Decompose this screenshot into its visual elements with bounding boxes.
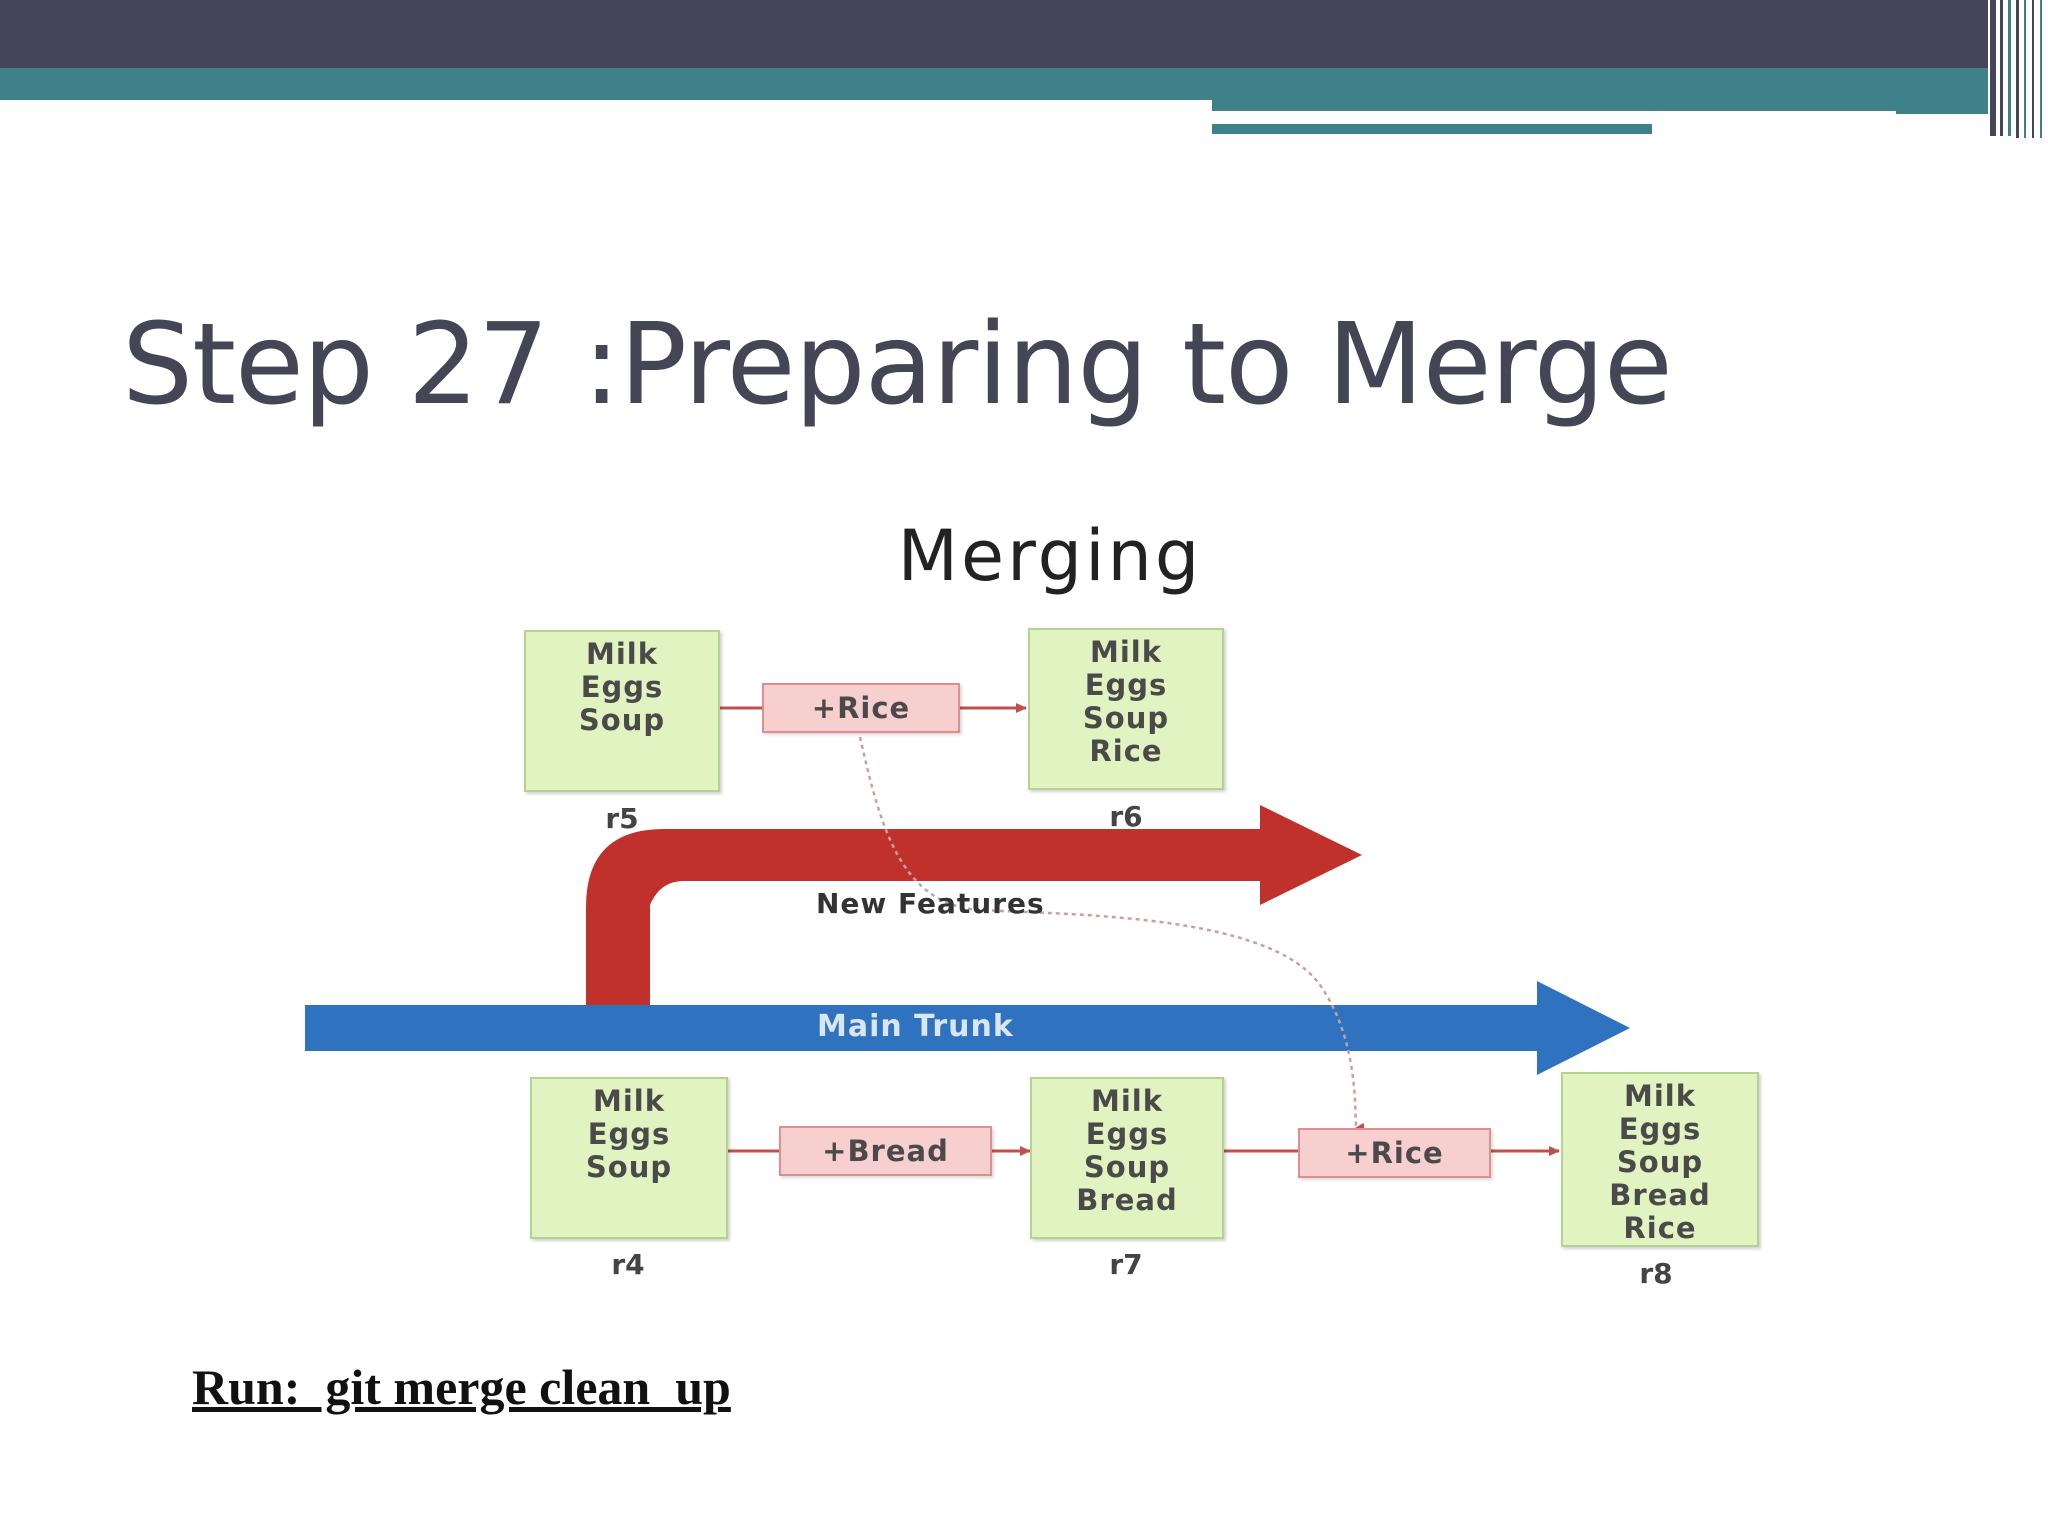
revision-item: Soup [585, 1150, 673, 1184]
revision-item: Eggs [1084, 668, 1168, 702]
revision-item: Milk [1090, 1084, 1164, 1118]
revision-label-r6: r6 [1109, 800, 1143, 833]
change-box-trunk-rice: +Rice [1298, 1128, 1491, 1178]
revision-box-r4: Milk Eggs Soup [530, 1077, 728, 1239]
revision-item: Soup [1616, 1145, 1704, 1179]
merging-diagram: Merging Milk Eggs Soup r5 +Rice Milk Egg… [280, 515, 1800, 1315]
diagram-graphics [305, 703, 1630, 1156]
revision-item: Milk [1623, 1079, 1697, 1113]
change-box-branch-rice: +Rice [762, 683, 960, 733]
slide-header-decoration [0, 0, 2048, 150]
branch-arrow [586, 805, 1362, 1005]
revision-box-r6: Milk Eggs Soup Rice [1028, 628, 1224, 790]
revision-item: Bread [1609, 1178, 1711, 1212]
command-text: Run: git merge clean_up [192, 1359, 731, 1415]
revision-item: Bread [1076, 1183, 1178, 1217]
revision-item: Milk [1089, 635, 1163, 669]
revision-label-r7: r7 [1109, 1248, 1143, 1281]
revision-item: Rice [1623, 1211, 1697, 1245]
change-box-trunk-bread: +Bread [779, 1126, 992, 1176]
revision-item: Soup [1082, 701, 1170, 735]
trunk-arrow [305, 981, 1630, 1075]
revision-item: Rice [1089, 734, 1163, 768]
revision-item: Eggs [580, 670, 664, 704]
revision-item: Eggs [1618, 1112, 1702, 1146]
revision-item: Milk [585, 637, 659, 671]
revision-label-r8: r8 [1639, 1257, 1673, 1290]
revision-box-r7: Milk Eggs Soup Bread [1030, 1077, 1224, 1239]
revision-item: Soup [578, 703, 666, 737]
slide-title: Step 27 :Preparing to Merge [122, 300, 1673, 430]
revision-label-r5: r5 [605, 802, 639, 835]
trunk-label: Main Trunk [817, 1009, 1014, 1044]
merge-path [858, 736, 1365, 1133]
revision-box-r8: Milk Eggs Soup Bread Rice [1561, 1072, 1759, 1247]
revision-item: Eggs [1085, 1117, 1169, 1151]
diagram-title: Merging [897, 515, 1203, 597]
branch-label: New Features [816, 887, 1045, 920]
revision-label-r4: r4 [611, 1248, 645, 1281]
revision-item: Eggs [587, 1117, 671, 1151]
revision-item: Soup [1083, 1150, 1171, 1184]
revision-box-r5: Milk Eggs Soup [524, 630, 720, 792]
revision-item: Milk [592, 1084, 666, 1118]
